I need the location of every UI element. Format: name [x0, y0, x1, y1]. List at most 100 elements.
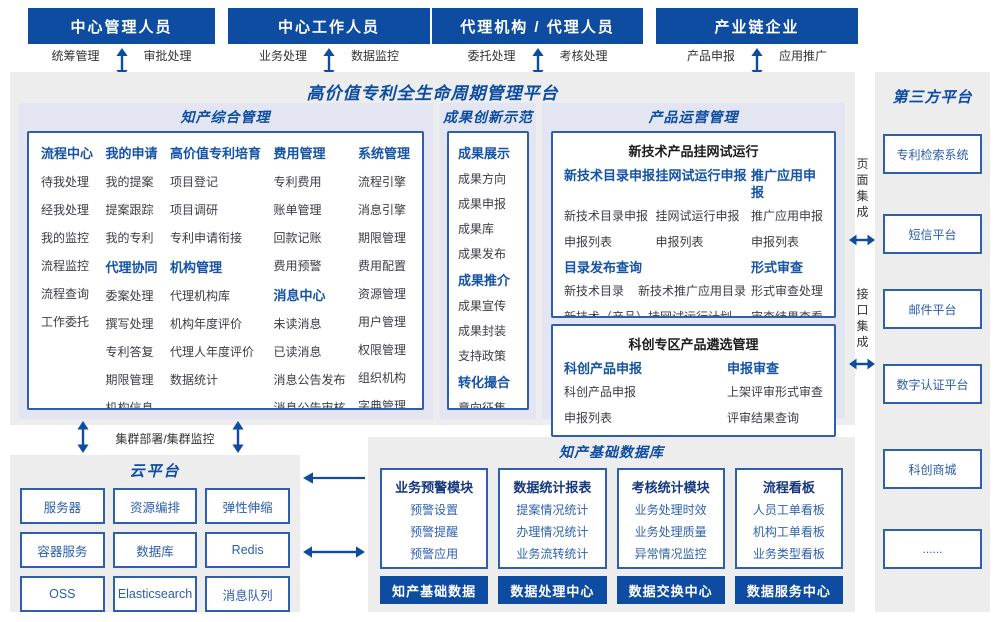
menu-item: 项目登记: [169, 175, 218, 189]
column-subheader: 代理协同: [105, 260, 158, 275]
role-label: 产品申报: [686, 49, 735, 63]
menu-item: 新技术推广应用目录: [638, 284, 747, 298]
menu-item: 流程引擎: [357, 175, 406, 189]
actor-title-bar: 产业链企业: [656, 8, 858, 44]
group-header: 形式审查: [750, 260, 803, 275]
third-party-box-patent-search: 专利检索系统: [883, 134, 982, 174]
actor-roles: 业务处理 数据监控: [228, 44, 430, 78]
section-title: 成果创新示范: [443, 109, 533, 125]
column-hv-patent-cultivation: 高价值专利培育 项目登记 项目调研 专利申请衔接 机构管理 代理机构库 机构年度…: [170, 143, 261, 398]
menu-item: 撰写处理: [105, 317, 154, 331]
menu-item: 挂网试运行申报: [655, 209, 740, 223]
menu-item: 成果封装: [458, 324, 507, 338]
group-header: 申报审查: [726, 361, 779, 376]
menu-item: 科创产品申报: [564, 385, 637, 399]
menu-item: 消息公告审核: [273, 401, 346, 410]
menu-item: 专利答复: [105, 345, 154, 359]
menu-item: 经我处理: [41, 203, 90, 217]
section-product-operation: 产品运营管理 新技术产品挂网试运行 新技术目录申报 新技术目录申报 申报列表 挂…: [542, 103, 845, 437]
menu-item: 预警应用: [410, 547, 459, 561]
menu-item: 预警提醒: [410, 525, 459, 539]
group-formal-review: 形式审查 形式审查处理 审查结果查看: [750, 259, 823, 316]
menu-item: 成果发布: [458, 247, 507, 261]
menu-item: 费用配置: [357, 259, 406, 273]
menu-item: 支持政策: [458, 349, 507, 363]
menu-item: 期限管理: [105, 373, 154, 387]
third-party-platform-panel: 第三方平台 专利检索系统 短信平台 邮件平台 数字认证平台 科创商城 .....…: [875, 72, 990, 612]
cloud-box-oss: OSS: [20, 576, 105, 612]
column-subheader: 消息中心: [273, 288, 326, 303]
ip-base-database-title: 知产基础数据库: [559, 444, 664, 460]
column-header: 费用管理: [273, 146, 326, 161]
column-my-application: 我的申请 我的提案 提案跟踪 我的专利 代理协同 委案处理 撰写处理 专利答复 …: [105, 143, 158, 408]
cloud-box-redis: Redis: [205, 532, 290, 568]
third-party-box-more: ......: [883, 529, 982, 569]
menu-item: 形式审查处理: [750, 284, 823, 298]
menu-item: 提案情况统计: [516, 503, 589, 517]
menu-item: 机构工单看板: [752, 525, 825, 539]
menu-item: 新技术（产品）挂网试运行计划: [564, 310, 733, 318]
third-party-box-digital-cert: 数字认证平台: [883, 364, 982, 404]
menu-item: 业务流转统计: [516, 547, 589, 561]
section-title: 知产综合管理: [180, 109, 271, 125]
group-header: 挂网试运行申报: [655, 168, 747, 183]
module-box: 流程看板 人员工单看板 机构工单看板 业务类型看板 核心业务看板: [734, 468, 843, 569]
new-tech-trial-box: 新技术产品挂网试运行 新技术目录申报 新技术目录申报 申报列表 挂网试运行申报 …: [551, 131, 836, 318]
platform-title: 高价值专利全生命周期管理平台: [306, 84, 559, 103]
menu-item: 新技术目录申报: [564, 209, 649, 223]
menu-item: 人员工单看板: [752, 503, 825, 517]
menu-item: 异常情况监控: [634, 547, 707, 561]
menu-item: 成果宣传: [458, 299, 507, 313]
group-header: 推广应用申报: [750, 168, 816, 200]
cloud-platform-panel: 云平台 服务器 资源编排 弹性伸缩 容器服务 数据库 Redis OSS Ela…: [10, 455, 300, 612]
menu-item: 组织机构: [357, 371, 406, 385]
menu-item: 字典管理: [357, 399, 406, 410]
menu-item: 流程监控: [41, 259, 90, 273]
menu-item: 业务类型看板: [752, 547, 825, 561]
group-header: 转化撮合: [458, 375, 511, 390]
role-label: 统筹管理: [51, 49, 100, 63]
cloud-services-grid: 服务器 资源编排 弹性伸缩 容器服务 数据库 Redis OSS Elastic…: [10, 481, 300, 612]
menu-item: 已读消息: [273, 345, 322, 359]
trial-row-2: 目录发布查询 新技术目录新技术推广应用目录 新技术（产品）挂网试运行计划 形式审…: [553, 259, 834, 318]
cloud-platform-title: 云平台: [129, 463, 181, 480]
group-header: 成果展示: [458, 146, 511, 161]
module-process-kanban: 流程看板 人员工单看板 机构工单看板 业务类型看板 核心业务看板 数据服务中心: [734, 468, 843, 604]
role-label: 审批处理: [143, 49, 192, 63]
module-assessment-statistics: 考核统计模块 业务处理时效 业务处理质量 异常情况监控 代理人员考核 数据交换中…: [616, 468, 725, 604]
menu-item: 项目调研: [169, 203, 218, 217]
group-header: 成果推介: [458, 273, 511, 288]
menu-item: 预警设置: [410, 503, 459, 517]
menu-item: 申报列表: [750, 235, 799, 249]
menu-item: 工作委托: [41, 315, 90, 329]
column-header: 我的申请: [105, 146, 158, 161]
box-title: 新技术产品挂网试运行: [628, 144, 759, 159]
menu-item: 资源管理: [357, 287, 406, 301]
menu-item: 委案处理: [105, 289, 154, 303]
menu-item: 账单管理: [273, 203, 322, 217]
actor-roles: 产品申报 应用推广: [656, 44, 858, 78]
column-process-center: 流程中心 待我处理 经我处理 我的监控 流程监控 流程查询 工作委托: [41, 143, 93, 398]
role-label: 数据监控: [351, 49, 400, 63]
data-center-bar: 知产基础数据: [380, 576, 489, 604]
group-application-review: 申报审查 上架评审形式审查 评审结果查询: [727, 360, 823, 435]
box-title: 科创专区产品遴选管理: [628, 337, 759, 352]
menu-item: 业务处理时效: [634, 503, 707, 517]
menu-item: 上架评审形式审查: [726, 385, 823, 399]
third-party-box-email: 邮件平台: [883, 289, 982, 329]
sci-innovation-selection-box: 科创专区产品遴选管理 科创产品申报 科创产品申报 申报列表 申报审查 上架评审形…: [551, 324, 836, 437]
third-party-box-sci-mall: 科创商城: [883, 449, 982, 489]
api-integration-label: 接口集成: [856, 287, 869, 349]
cloud-box-container: 容器服务: [20, 532, 105, 568]
menu-item: 期限管理: [357, 231, 406, 245]
actor-roles: 统筹管理 审批处理: [28, 44, 215, 78]
menu-item: 新技术目录: [564, 284, 625, 298]
cloud-box-orchestration: 资源编排: [112, 488, 198, 524]
data-center-bar: 数据处理中心: [498, 576, 607, 604]
actor-title-bar: 代理机构 / 代理人员: [432, 8, 643, 44]
menu-item: 意向征集: [458, 401, 507, 410]
third-party-box-sms: 短信平台: [883, 214, 982, 254]
menu-item: 消息公告发布: [273, 373, 346, 387]
section-achievement-demo: 成果创新示范 成果展示 成果方向 成果申报 成果库 成果发布 成果推介 成果宣传…: [440, 103, 536, 419]
